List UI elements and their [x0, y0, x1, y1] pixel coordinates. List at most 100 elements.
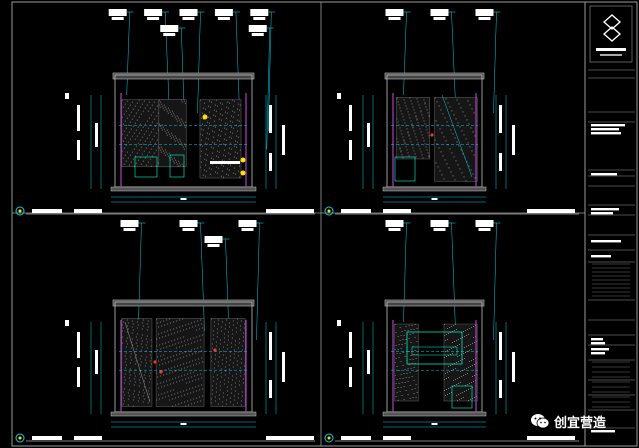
tile-dot: [221, 359, 223, 361]
tile-dot: [128, 395, 130, 397]
tile-dot: [211, 347, 213, 349]
elevation-b: [324, 9, 579, 216]
tile-dot: [400, 150, 402, 152]
tile-dot: [473, 337, 474, 338]
tile-dot: [220, 330, 222, 332]
tile-dot: [197, 320, 199, 322]
tile-dot: [151, 104, 153, 106]
tile-dot: [148, 117, 150, 119]
tile-dot: [442, 155, 444, 157]
tile-dot: [428, 156, 430, 158]
tile-dot: [446, 389, 447, 390]
tile-dot: [123, 388, 125, 390]
tile-dot: [156, 318, 158, 320]
tile-dot: [228, 147, 230, 149]
tile-dot: [229, 142, 231, 144]
tile-dot: [161, 359, 163, 361]
tag-label-block: [179, 9, 198, 16]
tile-dot: [130, 111, 132, 113]
tile-dot: [232, 324, 234, 326]
title-text: [591, 348, 609, 351]
tile-dot: [416, 139, 418, 141]
tile-dot: [183, 356, 185, 358]
tile-dot: [229, 359, 231, 361]
tile-dot: [457, 400, 458, 401]
tile-dot: [214, 354, 216, 356]
tile-dot: [181, 163, 183, 165]
tile-dot: [444, 390, 445, 391]
tile-dot: [449, 148, 451, 150]
tile-dot: [227, 107, 229, 109]
tile-dot: [174, 366, 176, 368]
view-scale-text: [383, 209, 411, 213]
tile-dot: [410, 368, 412, 369]
tile-dot: [470, 388, 471, 389]
tag-label-block: [179, 220, 198, 227]
tile-dot: [125, 144, 127, 146]
tile-dot: [187, 339, 189, 341]
tile-dot: [135, 348, 137, 350]
tile-dot: [130, 353, 132, 355]
tile-dot: [199, 133, 201, 135]
tile-dot: [394, 349, 396, 350]
tile-dot: [234, 340, 236, 342]
tile-dot: [205, 170, 207, 172]
title-text: [591, 240, 621, 243]
tile-dot: [225, 173, 227, 175]
tile-dot: [141, 334, 143, 336]
tile-dot: [154, 142, 156, 144]
tile-dot: [243, 323, 245, 325]
tile-dot: [176, 327, 178, 329]
tile-dot: [235, 373, 237, 375]
tile-dot: [456, 340, 457, 341]
tag-label-block: [430, 220, 449, 227]
tile-dot: [187, 366, 189, 368]
tile-dot: [198, 324, 200, 326]
tile-dot: [133, 165, 135, 167]
tile-dot: [216, 332, 218, 334]
view-title-text: [32, 209, 62, 213]
tile-dot: [181, 368, 183, 370]
tile-dot: [226, 112, 228, 114]
horizontal-dimensions: [111, 196, 256, 203]
tile-dot: [394, 375, 396, 376]
tile-dot: [453, 347, 454, 348]
tile-dot: [190, 365, 192, 367]
tag-label-block: [250, 9, 269, 16]
tile-dot: [139, 382, 141, 384]
tile-dot: [239, 371, 241, 373]
tile-dot: [404, 330, 406, 331]
tile-dot: [200, 339, 202, 341]
tile-dot: [162, 370, 164, 372]
tile-dot: [221, 114, 223, 116]
tile-dot: [174, 116, 176, 118]
tile-dot: [150, 345, 152, 347]
tile-dot: [405, 105, 407, 107]
tile-dot: [137, 394, 139, 396]
tile-dot: [176, 163, 178, 165]
tile-dot: [156, 399, 158, 401]
tile-dot: [207, 138, 209, 140]
tile-dot: [166, 346, 168, 348]
tile-dot: [149, 107, 151, 109]
tile-dot: [213, 142, 215, 144]
tile-dot: [237, 355, 239, 357]
tile-dot: [445, 373, 446, 374]
tag-sub-block: [182, 228, 195, 231]
tile-dot: [418, 104, 420, 106]
tile-dot: [177, 365, 179, 367]
tile-dot: [411, 325, 413, 326]
tile-dot: [415, 384, 417, 385]
tile-dot: [145, 344, 147, 346]
tile-dot: [236, 322, 238, 324]
view-title: [324, 433, 579, 443]
tile-dot: [140, 129, 142, 131]
tile-dot: [243, 327, 245, 329]
tile-dot: [474, 375, 475, 376]
tile-dot: [449, 393, 450, 394]
tile-dot: [459, 168, 461, 170]
tile-dot: [121, 336, 123, 338]
tile-dot: [146, 104, 148, 106]
tile-dot: [240, 362, 242, 364]
